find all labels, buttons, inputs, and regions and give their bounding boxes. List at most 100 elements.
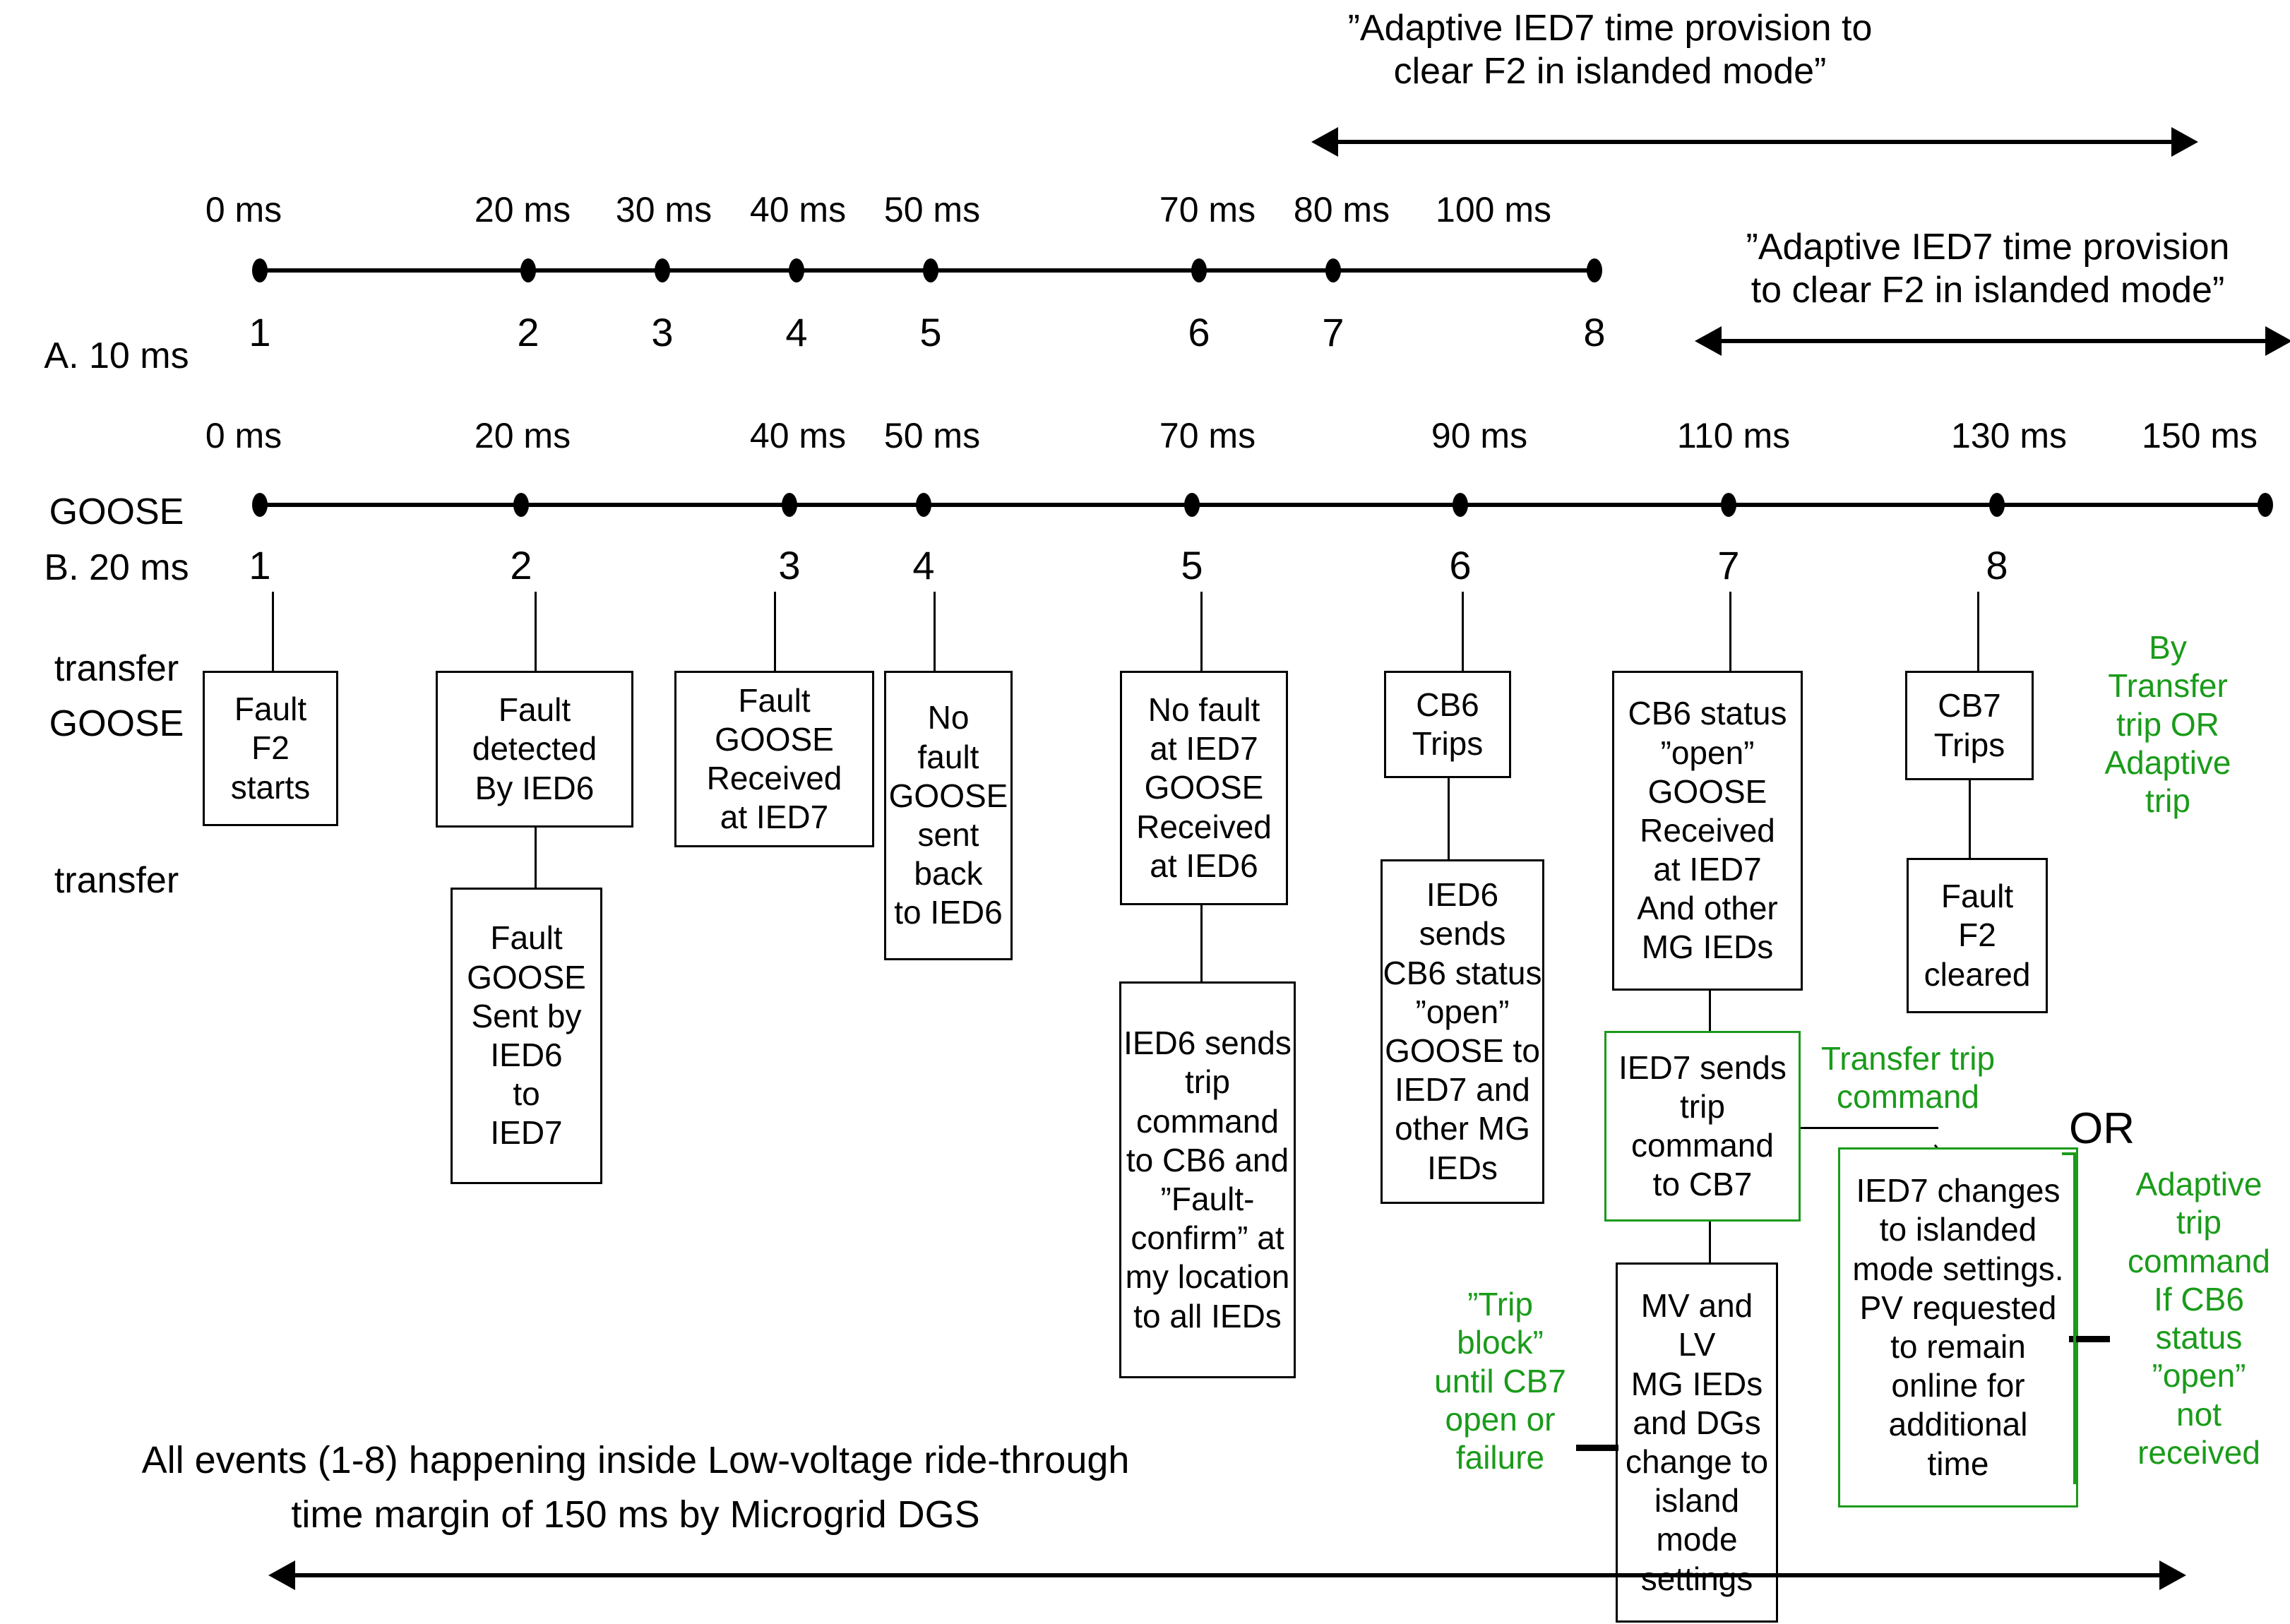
event-box-fault-detected-by-ied6: Fault detected By IED6 [436,671,633,828]
timeline-a-event-number-8: 8 [1583,310,1606,354]
right-callout-arrow-left-head [1695,326,1722,356]
timeline-b-event-number-3: 3 [778,543,801,587]
event-box-fault-f2-starts: Fault F2 starts [203,671,338,826]
top-callout-text: ”Adaptive IED7 time provision to clear F… [1347,8,1873,92]
timeline-a-tick-1 [252,258,268,282]
connector-e2-a [535,828,537,888]
drop-line-event-7 [1729,592,1731,671]
timeline-a-time-5: 70 ms [1159,190,1256,229]
timeline-b-tick-6 [1453,493,1468,517]
leader-trip-block [1576,1445,1618,1451]
bottom-span-arrow-right-head [2159,1560,2186,1590]
timeline-b-time-1: 20 ms [474,416,571,455]
timeline-a-time-7: 100 ms [1436,190,1551,229]
event-box-ied6-sends-cb6-status-open: IED6 sends CB6 status ”open” GOOSE to IE… [1380,859,1544,1204]
timeline-a-time-2: 30 ms [615,190,712,229]
timeline-a-tick-6 [1191,258,1207,282]
timeline-a-time-3: 40 ms [749,190,847,229]
or-label: OR [2069,1104,2135,1153]
timeline-b-tick-4 [916,493,931,517]
connector-e6-a [1448,778,1450,859]
drop-line-event-5 [1200,592,1203,671]
timeline-b-label: B. 20 ms GOOSE transfer [14,438,219,1011]
event-box-ied6-sends-trip-command-cb6: IED6 sends trip command to CB6 and ”Faul… [1119,981,1296,1378]
drop-line-event-1 [272,592,274,671]
connector-e7-a [1709,991,1711,1031]
event-box-fault-f2-cleared: Fault F2 cleared [1907,858,2048,1013]
timeline-b-axis [260,503,2265,507]
timeline-b-time-0: 0 ms [205,416,282,455]
right-callout-text: ”Adaptive IED7 time provision to clear F… [1746,227,2230,311]
right-callout-arrow-line [1722,339,2265,343]
timeline-a-tick-7 [1325,258,1341,282]
event-box-ied7-sends-trip-command-cb7[interactable]: IED7 sends trip command to CB7 [1604,1031,1801,1222]
timeline-b-label-line-0: B. 20 ms [44,547,189,588]
timeline-b-time-8: 150 ms [2142,416,2258,455]
event-box-no-fault-goose-sent-back: No fault GOOSE sent back to IED6 [884,671,1013,960]
timeline-b-tick-1 [252,493,268,517]
green-note-by-transfer-trip: By Transfer trip OR Adaptive trip [2104,629,2231,820]
connector-e7-b [1709,1222,1711,1262]
timeline-b-tick-5 [1184,493,1200,517]
timeline-b-tick-3 [782,493,797,517]
timeline-b-time-4: 70 ms [1159,416,1256,455]
timeline-a-time-1: 20 ms [474,190,571,229]
leader-transfer-trip-command [1801,1127,1938,1129]
timeline-b-event-number-2: 2 [510,543,532,587]
timeline-b-time-3: 50 ms [883,416,981,455]
timeline-b-event-number-4: 4 [912,543,935,587]
event-box-cb7-trips: CB7 Trips [1905,671,2034,780]
timeline-b-event-number-8: 8 [1986,543,2008,587]
timeline-b-event-number-5: 5 [1181,543,1203,587]
event-box-fault-goose-sent-ied6-to-ied7: Fault GOOSE Sent by IED6 to IED7 [451,888,602,1184]
timeline-b-time-2: 40 ms [749,416,847,455]
event-box-cb6-status-open-received-ied7: CB6 status ”open” GOOSE Received at IED7… [1612,671,1803,991]
bracket-adaptive-top-cap [2062,1152,2076,1155]
drop-line-event-8 [1977,592,1979,671]
right-callout-arrow-right-head [2265,326,2290,356]
timeline-a-event-number-7: 7 [1322,310,1344,354]
drop-line-event-2 [535,592,537,671]
timeline-a-label-line-1: GOOSE [49,491,184,533]
timeline-b-time-6: 110 ms [1676,416,1791,455]
timeline-b-tick-2 [513,493,529,517]
event-box-no-fault-at-ied7-received-ied6: No fault at IED7 GOOSE Received at IED6 [1120,671,1288,905]
timeline-a-tick-4 [789,258,804,282]
drop-line-event-4 [934,592,936,671]
top-callout-arrow-line [1338,140,2171,144]
timeline-a-time-6: 80 ms [1293,190,1390,229]
timeline-a-time-4: 50 ms [883,190,981,229]
event-box-mv-lv-mg-ieds-island-mode: MV and LV MG IEDs and DGs change to isla… [1616,1262,1778,1623]
timeline-a-event-number-5: 5 [919,310,942,354]
timeline-a-event-number-4: 4 [785,310,808,354]
timeline-b-time-5: 90 ms [1431,416,1528,455]
timeline-a-event-number-1: 1 [249,310,271,354]
green-box-ied7-islanded-mode[interactable]: IED7 changes to islanded mode settings. … [1838,1147,2078,1507]
timeline-a-event-number-6: 6 [1188,310,1210,354]
timeline-a-label: A. 10 ms GOOSE transfer [14,226,219,799]
drop-line-event-6 [1462,592,1464,671]
top-callout-arrow-left-head [1311,127,1338,157]
bottom-span-arrow-left-head [268,1560,295,1590]
drop-line-event-3 [774,592,776,671]
timeline-a-tick-8 [1587,258,1602,282]
bottom-span-arrow-line [295,1573,2159,1577]
event-box-fault-goose-received-ied7: Fault GOOSE Received at IED7 [674,671,874,847]
timeline-b-tick-9 [2258,493,2273,517]
top-callout-arrow-right-head [2171,127,2198,157]
timeline-b-event-number-7: 7 [1717,543,1740,587]
timeline-b-tick-8 [1989,493,2005,517]
timeline-b-label-line-1: GOOSE [49,703,184,745]
timeline-a-tick-2 [520,258,536,282]
timeline-a-event-number-3: 3 [651,310,674,354]
green-note-trip-block: ”Trip block” until CB7 open or failure [1434,1286,1566,1476]
bottom-caption: All events (1-8) happening inside Low-vo… [141,1439,1130,1536]
connector-e5-a [1200,905,1203,981]
timeline-a-tick-5 [923,258,938,282]
green-note-adaptive-trip-command: Adaptive trip command If CB6 status ”ope… [2128,1166,2270,1471]
timeline-b-time-7: 130 ms [1951,416,2067,455]
timeline-a-tick-3 [655,258,670,282]
timeline-a-label-line-2: transfer [54,647,179,689]
timeline-b-label-line-2: transfer [54,859,179,901]
